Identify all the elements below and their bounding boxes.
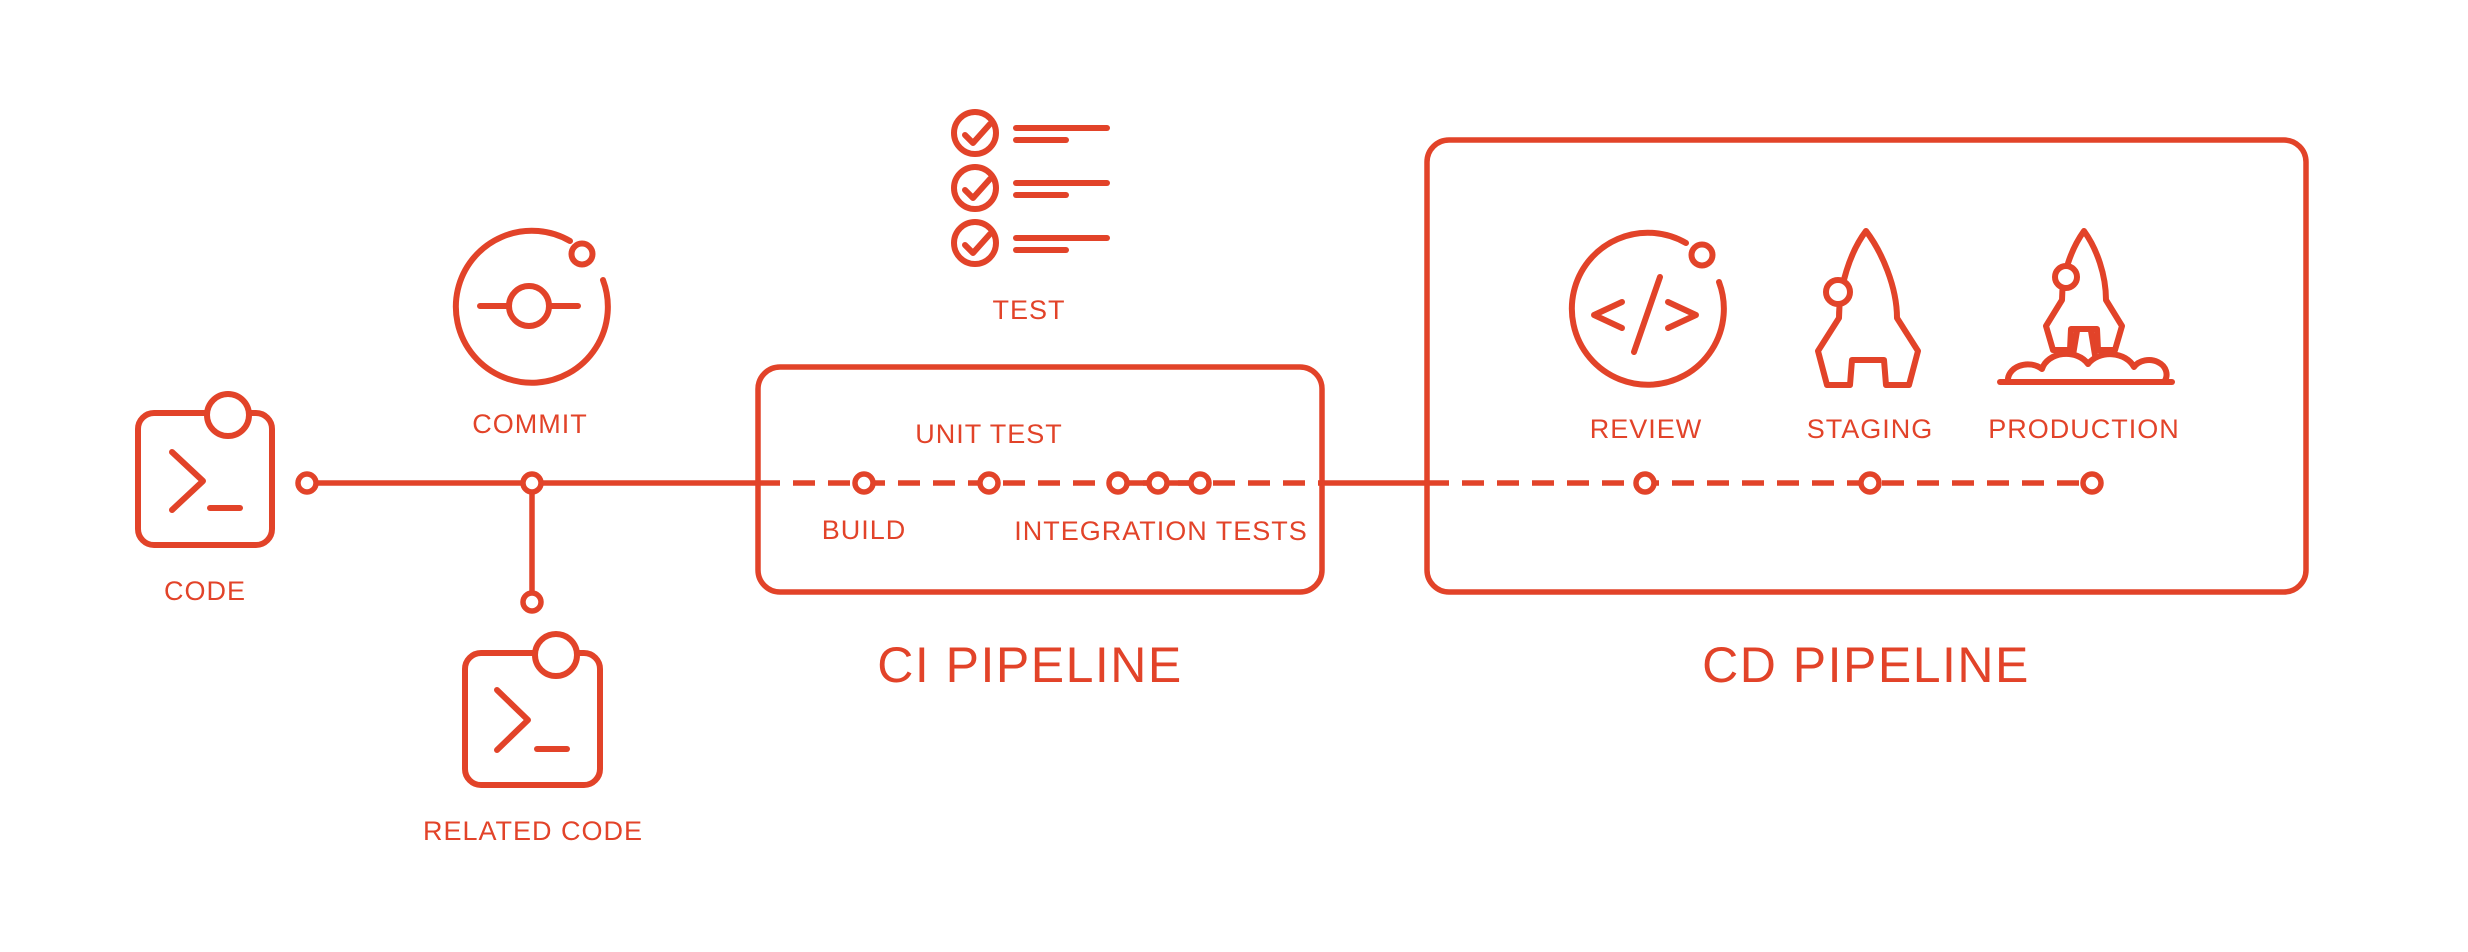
commit-station: COMMIT [452,227,611,439]
prompt-chevron [169,449,206,513]
review-station: REVIEW [1568,229,1727,444]
rocket-body [2043,228,2125,353]
review-label: REVIEW [1590,414,1703,444]
pipeline-node-integration-1 [1106,471,1130,495]
pipeline-node-review [1633,471,1657,495]
rocket-porthole [1823,277,1853,307]
pipeline-node-staging [1858,471,1882,495]
terminal-icon [135,391,275,548]
cd-pipeline-title: CD PIPELINE [1702,637,2030,693]
commit-icon [452,227,611,386]
terminal-dot [532,631,580,679]
check-circle [951,164,999,212]
terminal-window [462,650,603,788]
checklist-icon [951,109,1110,267]
pipeline-node-build [852,471,876,495]
code-review-icon [1568,229,1727,388]
code-station: CODE [135,391,275,606]
launch-smoke-cloud [2004,350,2170,385]
check-circle [951,219,999,267]
pipeline-node-production [2080,471,2104,495]
staging-label: STAGING [1807,414,1934,444]
related-code-label: RELATED CODE [423,816,643,846]
production-station: PRODUCTION [1988,228,2180,444]
production-label: PRODUCTION [1988,414,2180,444]
terminal-dot [204,391,252,439]
staging-station: STAGING [1807,228,1934,444]
code-chevron-left [1591,299,1625,331]
test-label: TEST [992,295,1065,325]
check-mark [962,121,993,146]
rocket-body [1815,228,1921,388]
pipeline-node-integration-3 [1188,471,1212,495]
unit-test-label: UNIT TEST [915,419,1063,449]
pipeline-node-integration-2 [1146,471,1170,495]
commit-orbit-dot [568,240,596,268]
review-orbit-arc [1568,229,1727,388]
commit-label: COMMIT [472,409,587,439]
check-mark [962,176,993,201]
review-orbit-dot [1688,241,1716,269]
related-code-station: RELATED CODE [423,631,643,846]
ci-pipeline-title: CI PIPELINE [877,637,1183,693]
pipeline-node-unit-test [977,471,1001,495]
rail-nodes [295,471,2104,614]
code-label: CODE [164,576,246,606]
prompt-chevron [494,687,531,753]
code-chevron-right [1665,299,1699,331]
rocket-porthole [2052,263,2080,291]
check-mark [962,231,993,256]
pipeline-node-branch [520,590,544,614]
cd-pipeline-box [1424,137,2309,595]
terminal-icon [462,631,603,788]
ci-pipeline-box [755,364,1325,595]
ci-stage-labels: BUILD UNIT TEST INTEGRATION TESTS [822,419,1308,546]
pipeline-node-commit [520,471,544,495]
check-circle [951,109,999,157]
commit-orbit-arc [452,227,611,386]
integration-tests-label: INTEGRATION TESTS [1014,516,1308,546]
code-slash [1631,274,1663,355]
commit-center-circle [506,283,552,329]
pipeline-node-start [295,471,319,495]
test-station: TEST [951,109,1110,325]
rocket-icon [1815,228,1921,388]
rocket-launch-icon [1997,228,2175,385]
build-label: BUILD [822,515,907,545]
